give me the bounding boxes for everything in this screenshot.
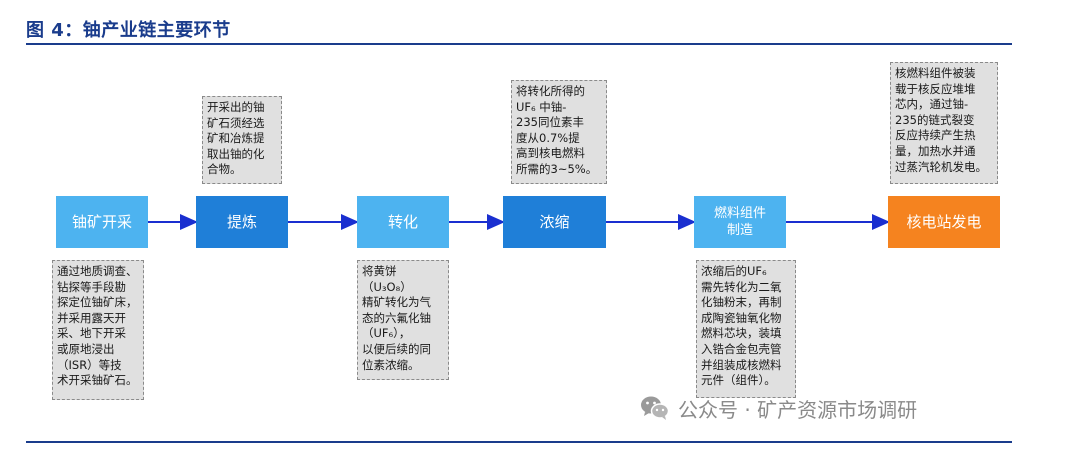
note-enrichment: 将转化所得的 UF₆ 中铀- 235同位素丰 度从0.7%提 高到核电燃料 所需… bbox=[511, 80, 607, 184]
watermark: 公众号 · 矿产资源市场调研 bbox=[640, 393, 917, 423]
bottom-rule bbox=[26, 441, 1012, 443]
step-mining: 铀矿开采 bbox=[56, 196, 148, 248]
note-extraction: 开采出的铀 矿石须经选 矿和冶炼提 取出铀的化 合物。 bbox=[202, 96, 282, 184]
note-mining: 通过地质调查、 钻探等手段勘 探定位铀矿床， 并采用露天开 采、地下开采 或原地… bbox=[52, 260, 144, 400]
top-rule bbox=[26, 43, 1012, 45]
note-power-generation: 核燃料组件被装 载于核反应堆堆 芯内，通过铀- 235的链式裂变 反应持续产生热… bbox=[890, 62, 998, 184]
watermark-text: 公众号 · 矿产资源市场调研 bbox=[678, 397, 918, 422]
step-fuel-fabrication: 燃料组件 制造 bbox=[694, 196, 786, 248]
step-enrichment: 浓缩 bbox=[503, 196, 606, 248]
figure-title: 图 4：铀产业链主要环节 bbox=[26, 20, 231, 41]
note-conversion: 将黄饼 （U₃O₈） 精矿转化为气 态的六氟化铀 （UF₆）， 以便后续的同 位… bbox=[357, 260, 449, 380]
step-power-generation: 核电站发电 bbox=[888, 196, 1000, 248]
note-fuel-fabrication: 浓缩后的UF₆ 需先转化为二氧 化铀粉末，再制 成陶瓷铀氧化物 燃料芯块，装填 … bbox=[696, 260, 796, 398]
wechat-icon bbox=[640, 395, 670, 421]
step-conversion: 转化 bbox=[357, 196, 449, 248]
step-extraction: 提炼 bbox=[196, 196, 288, 248]
